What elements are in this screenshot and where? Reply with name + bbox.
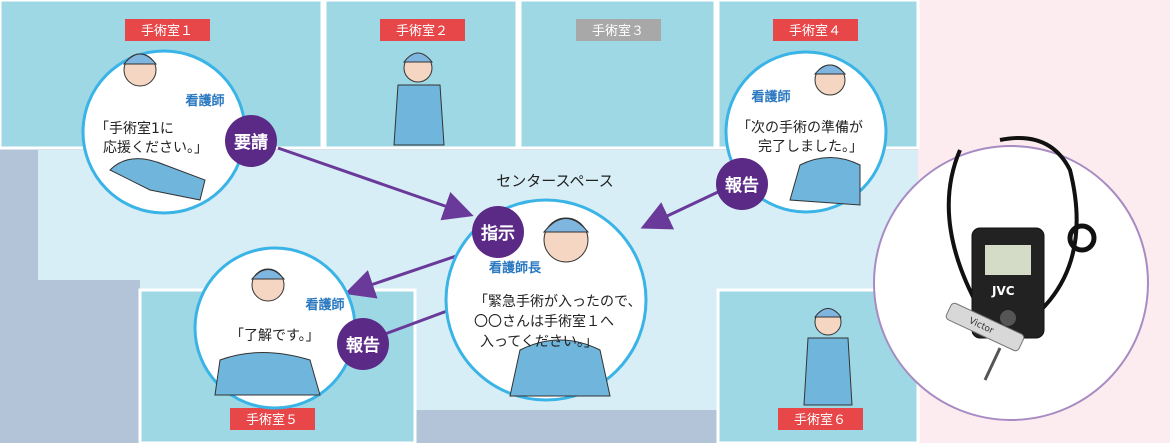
svg-text:手術室１: 手術室１ [141,23,193,39]
nurse-figure-room2 [393,52,445,146]
svg-text:手術室２: 手術室２ [396,23,448,39]
svg-text:「手術室1に: 「手術室1に [95,120,174,137]
svg-text:手術室５: 手術室５ [246,412,298,428]
bubble-bottom-left: 看護師 「了解です。」 [193,246,357,410]
center-space-title: センタースペース [496,172,613,190]
svg-text:「次の手術の準備が: 「次の手術の準備が [737,120,863,136]
antenna [983,347,1002,381]
svg-text:完了しました。」: 完了しました。」 [758,139,863,155]
svg-text:入ってください。」: 入ってください。」 [480,334,598,350]
svg-text:要請: 要請 [234,132,268,153]
device-brand: JVC [991,284,1015,298]
arrow-instruct-to-nurse5 [344,248,475,299]
room-6-label: 手術室６ [778,408,863,430]
svg-text:看護師長: 看護師長 [489,260,542,276]
device-bubble: JVC Victor [873,136,1149,421]
nurse-figure-room6 [803,308,853,406]
badge-instruct: 指示 [472,206,524,258]
svg-text:看護師: 看護師 [305,297,344,313]
svg-text:手術室６: 手術室６ [794,412,846,428]
svg-text:〇〇さんは手術室１へ: 〇〇さんは手術室１へ [474,313,614,330]
receiver-device: JVC [971,227,1045,339]
svg-text:報告: 報告 [346,335,380,356]
svg-text:看護師: 看護師 [751,89,790,105]
badge-report-top: 報告 [716,158,768,210]
room-3-label: 手術室３ [576,19,661,41]
room-1-label: 手術室１ [125,19,210,41]
room-4-label: 手術室４ [773,19,858,41]
earphone-cord [946,136,1079,335]
arrow-report-to-center [640,190,719,230]
arrow-request-to-instruct [277,146,474,221]
earpiece-icon [1067,223,1097,253]
svg-text:報告: 報告 [725,175,759,196]
badge-report-bottom: 報告 [337,318,389,370]
bubble-top-left: 看護師 「手術室1に 応援ください。」 [81,49,247,215]
svg-text:応援ください。」: 応援ください。」 [103,140,208,156]
svg-text:「緊急手術が入ったので、: 「緊急手術が入ったので、 [474,294,641,310]
transmitter-device: Victor [945,302,1025,352]
svg-text:手術室３: 手術室３ [592,23,644,39]
svg-text:看護師: 看護師 [185,93,224,109]
room-5-label: 手術室５ [230,408,315,430]
svg-text:「了解です。」: 「了解です。」 [230,328,320,344]
svg-text:手術室４: 手術室４ [789,23,841,39]
bubble-top-right: 看護師 「次の手術の準備が 完了しました。」 [724,50,888,214]
room-2-label: 手術室２ [380,19,465,41]
svg-text:指示: 指示 [481,223,515,244]
badge-request: 要請 [225,115,277,167]
